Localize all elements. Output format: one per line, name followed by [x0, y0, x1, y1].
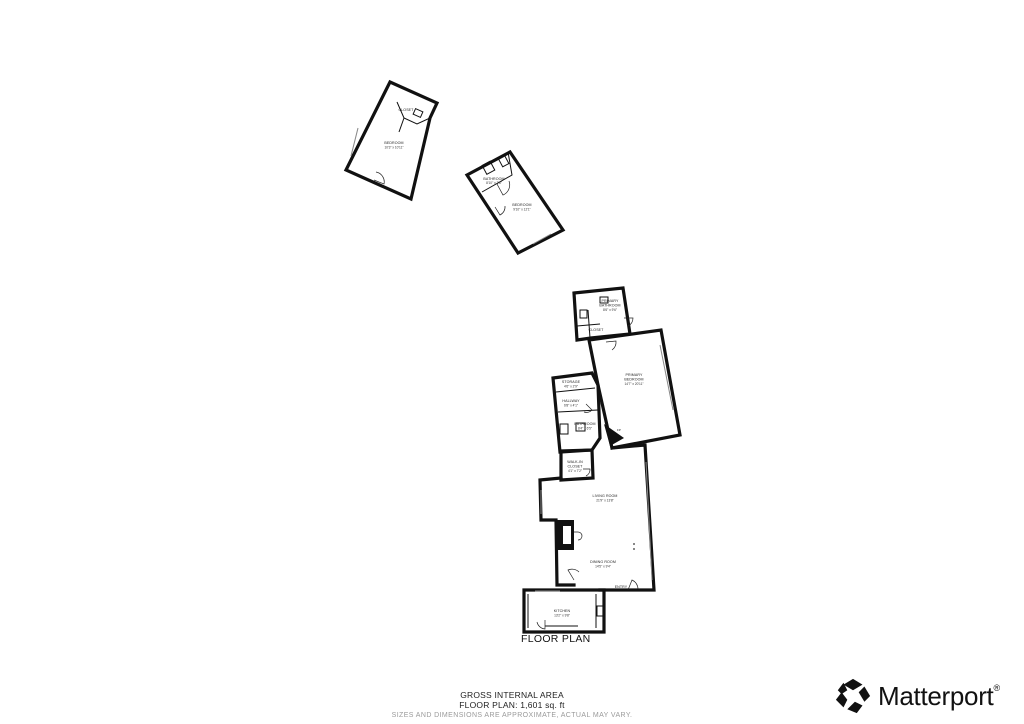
room-label-storage: STORAGE [562, 380, 581, 384]
room-label-living-room: LIVING ROOM [592, 494, 617, 498]
room-label-closet-a: CLOSET [399, 108, 415, 112]
gross-area-heading: GROSS INTERNAL AREA [460, 690, 564, 700]
room-label-hallway: HALLWAY [562, 399, 580, 403]
room-label-primary-bedroom-2: BEDROOM [624, 378, 643, 382]
room-dims-dining-room: 14'5" x 9'4" [595, 565, 611, 569]
room-label-primary-bathroom-2: BATHROOM [599, 304, 620, 308]
room-dims-hallway: 6'8" x 4'1" [564, 404, 578, 408]
bedroom-unit-b: BATHROOM 8'10" x 3'8" BEDROOM 9'10" x 12… [464, 149, 566, 256]
floor-area-value: FLOOR PLAN: 1,601 sq. ft [459, 700, 565, 710]
room-label-kitchen: KITCHEN [554, 609, 571, 613]
svg-text:FP: FP [617, 428, 621, 432]
room-label-primary-bedroom-1: PRIMARY [625, 373, 643, 377]
room-label-primary-bathroom-1: PRIMARY [601, 299, 619, 303]
room-dims-primary-bedroom: 14'7" x 20'11" [624, 382, 643, 386]
room-dims-primary-bathroom: 8'6" x 9'6" [603, 308, 617, 312]
room-label-dining-room: DINING ROOM [590, 560, 616, 564]
room-dims-bathroom-b: 8'10" x 3'8" [486, 181, 502, 185]
floor-plan-label: FLOOR PLAN [521, 633, 591, 645]
room-label-primary-closet: CLOSET [589, 328, 605, 332]
matterport-logo-icon [835, 678, 871, 714]
area-footer: GROSS INTERNAL AREA FLOOR PLAN: 1,601 sq… [360, 690, 664, 722]
matterport-wordmark: Matterport® [878, 680, 1000, 711]
room-label-bathroom-b: BATHROOM [483, 177, 504, 181]
room-dims-walk-in-closet: 4'1" x 7'2" [568, 469, 582, 473]
room-label-walk-in-closet-1: WALK-IN [567, 460, 583, 464]
matterport-logo: Matterport® [834, 676, 1000, 716]
room-label-entry: ENTRY [615, 585, 628, 589]
room-label-bedroom-a: BEDROOM [384, 141, 403, 145]
room-dims-storage: 4'6" x 2'9" [564, 385, 578, 389]
bedroom-unit-a: BEDROOM 10'3" x 10'11" CLOSET [343, 79, 440, 202]
room-dims-kitchen: 13'2" x 9'8" [554, 614, 570, 618]
main-house: FP PRIMARY BATHROOM 8'6 [521, 286, 682, 645]
room-label-bathroom-c: BATHROOM [574, 422, 595, 426]
room-dims-bathroom-c: 8'4" x 6'5" [578, 427, 592, 431]
room-dims-bedroom-a: 10'3" x 10'11" [384, 146, 403, 150]
room-dims-bedroom-b: 9'10" x 12'1" [513, 208, 530, 212]
room-dims-living-room: 21'9" x 13'8" [596, 499, 613, 503]
disclaimer-text: SIZES AND DIMENSIONS ARE APPROXIMATE, AC… [391, 712, 633, 719]
room-label-bedroom-b: BEDROOM [512, 203, 531, 207]
room-label-walk-in-closet-2: CLOSET [568, 465, 584, 469]
